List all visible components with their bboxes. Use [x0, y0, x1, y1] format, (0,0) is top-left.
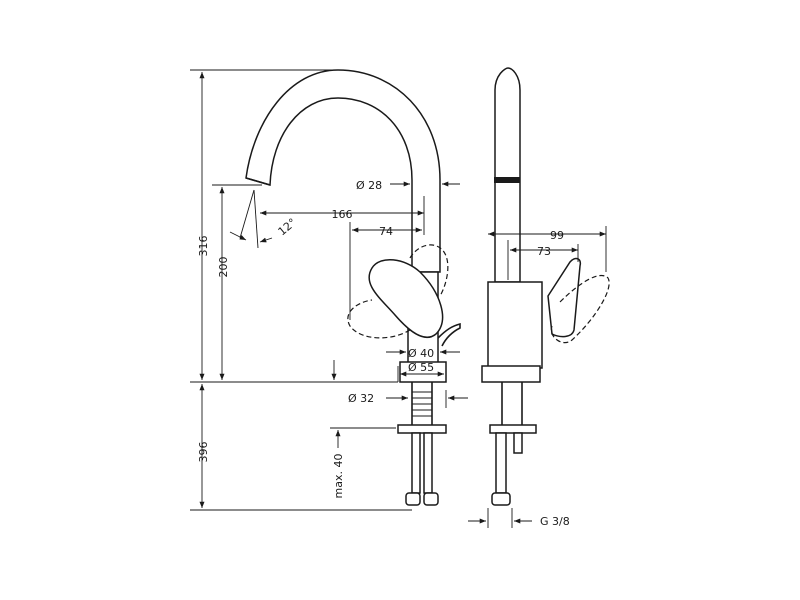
side-spout — [494, 67, 521, 283]
side-mounting-plate — [489, 424, 537, 434]
lever-handle — [368, 259, 444, 339]
side-handle-alt-position — [550, 274, 610, 344]
label-body-diameter: Ø 40 — [408, 347, 434, 360]
label-base-diameter: Ø 55 — [408, 361, 434, 374]
dimension-lines — [190, 69, 607, 528]
handle-alt-position-up — [409, 244, 449, 297]
label-total-height: 316 — [197, 236, 210, 257]
threaded-shank — [412, 391, 432, 417]
side-view — [481, 67, 610, 506]
front-view — [245, 69, 461, 506]
label-connection: G 3/8 — [540, 515, 570, 528]
label-spray-angle: 12° — [276, 216, 299, 238]
supply-hose-right — [423, 432, 433, 494]
label-reach: 166 — [332, 208, 353, 221]
dimension-labels: 316 200 396 Ø 28 166 74 12° Ø 40 Ø 55 Ø … — [197, 179, 570, 528]
side-body — [487, 281, 543, 369]
label-side-depth-inner: 73 — [537, 245, 551, 258]
handle-alt-position-back — [347, 299, 411, 339]
mounting-plate — [397, 424, 447, 434]
pop-up-rod — [437, 322, 461, 347]
side-aerator — [494, 177, 520, 183]
label-max-thickness: max. 40 — [332, 454, 345, 499]
spout — [245, 69, 441, 273]
supply-hose-left — [411, 432, 421, 494]
label-spout-height: 200 — [217, 257, 230, 278]
label-hole-diameter: Ø 32 — [348, 392, 374, 405]
label-spout-diameter: Ø 28 — [356, 179, 382, 192]
side-lever-handle — [547, 257, 582, 338]
label-side-depth: 99 — [550, 229, 564, 242]
label-below-deck: 396 — [197, 442, 210, 463]
side-base — [481, 365, 541, 383]
spout-tip — [245, 177, 271, 186]
label-reach-handle: 74 — [379, 225, 393, 238]
